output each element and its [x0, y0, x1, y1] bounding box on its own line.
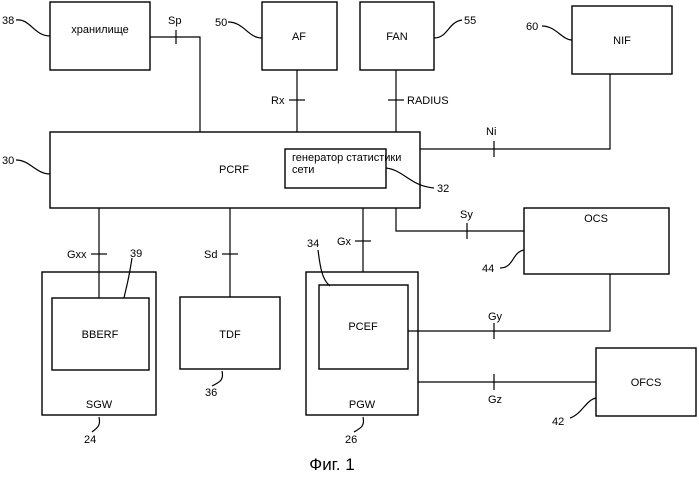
ref-36: 36 — [205, 387, 217, 399]
ref-34: 34 — [307, 238, 319, 250]
leader-36 — [212, 371, 223, 386]
ref-26: 26 — [345, 434, 357, 446]
sgw-label: SGW — [86, 399, 113, 411]
sy-label: Sy — [460, 209, 473, 221]
ni-label: Ni — [486, 126, 496, 138]
tdf-label: TDF — [219, 329, 241, 341]
leader-26 — [354, 417, 364, 432]
stats-generator-label-line1: генератор статистики — [292, 152, 401, 164]
leader-55 — [434, 20, 462, 38]
storage-box — [50, 2, 150, 70]
ref-55: 55 — [464, 15, 476, 27]
figure-caption: Фиг. 1 — [309, 455, 354, 474]
ref-24: 24 — [84, 434, 96, 446]
storage-label: хранилище — [71, 24, 129, 36]
ref-42: 42 — [552, 416, 564, 428]
fan-label: FAN — [386, 31, 407, 43]
leader-24 — [92, 417, 100, 432]
af-label: AF — [292, 31, 306, 43]
pgw-label: PGW — [349, 399, 376, 411]
ocs-label: OCS — [584, 213, 608, 225]
pcef-label: PCEF — [348, 321, 378, 333]
gy-label: Gy — [488, 311, 503, 323]
sp-label: Sp — [168, 15, 181, 27]
sd-label: Sd — [204, 249, 217, 261]
sp-link — [150, 37, 200, 132]
bberf-label: BBERF — [82, 329, 119, 341]
stats-generator-label-line2: сети — [292, 164, 314, 176]
ref-30: 30 — [2, 155, 14, 167]
ref-50: 50 — [215, 17, 227, 29]
leader-44 — [500, 250, 524, 268]
gxx-label: Gxx — [67, 249, 87, 261]
ref-32: 32 — [437, 183, 449, 195]
ref-38: 38 — [2, 15, 14, 27]
ref-44: 44 — [482, 263, 494, 275]
ref-60: 60 — [526, 21, 538, 33]
gy-link — [408, 274, 610, 331]
leader-38 — [16, 20, 50, 36]
leader-42 — [570, 398, 596, 418]
leader-30 — [16, 160, 50, 174]
ref-39: 39 — [130, 248, 142, 260]
pcrf-label: PCRF — [219, 164, 249, 176]
leader-50 — [228, 22, 262, 38]
rx-label: Rx — [271, 95, 285, 107]
nif-label: NIF — [613, 35, 631, 47]
gx-label: Gx — [337, 236, 352, 248]
ni-link — [420, 74, 610, 149]
radius-label: RADIUS — [407, 95, 449, 107]
ofcs-label: OFCS — [631, 377, 662, 389]
leader-60 — [542, 26, 572, 40]
gz-label: Gz — [488, 394, 502, 406]
